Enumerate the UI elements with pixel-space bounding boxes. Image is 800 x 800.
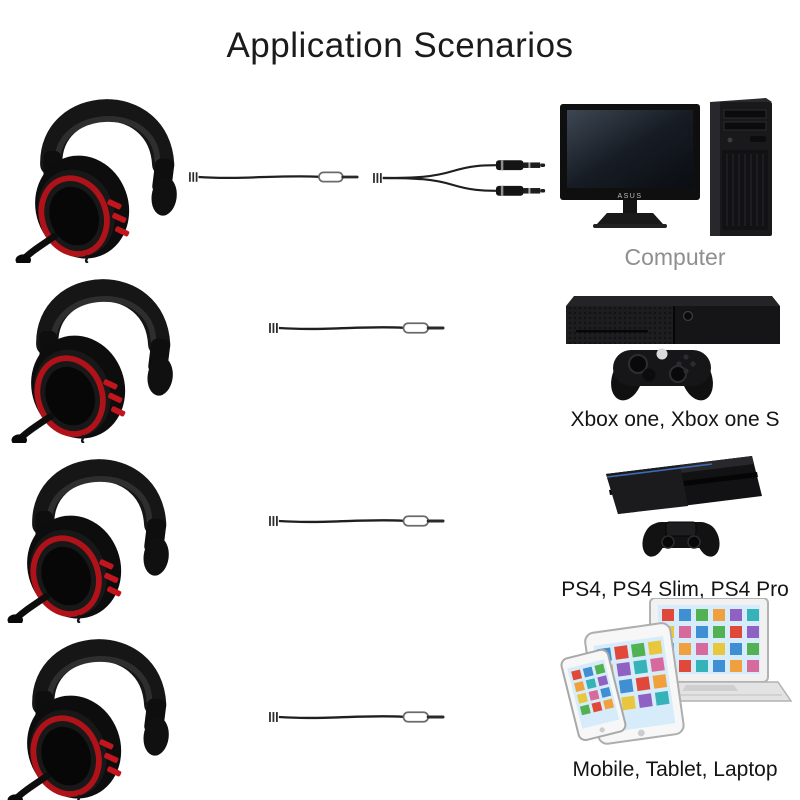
xbox-console xyxy=(566,296,780,344)
y-splitter-cable-image xyxy=(372,158,554,198)
headset-image xyxy=(12,70,187,263)
tower xyxy=(710,98,772,236)
headset-image xyxy=(4,610,179,800)
mobile-label: Mobile, Tablet, Laptop xyxy=(572,758,778,781)
page-title: Application Scenarios xyxy=(226,26,574,65)
mobile-devices-image xyxy=(560,598,793,745)
computer-label: Computer xyxy=(624,244,726,270)
ps4-image xyxy=(606,456,762,557)
headset-image xyxy=(8,250,183,443)
xbox-controller xyxy=(611,348,713,401)
monitor-brand-text: ASUS xyxy=(617,193,642,200)
headset-image xyxy=(4,430,179,623)
ps4-controller xyxy=(642,521,720,557)
computer-image: ASUS xyxy=(560,98,772,236)
xbox-label: Xbox one, Xbox one S xyxy=(570,408,780,431)
audio-cable-image xyxy=(268,707,446,727)
phone xyxy=(560,648,627,742)
ps4-label: PS4, PS4 Slim, PS4 Pro xyxy=(561,578,789,601)
headset-cable-image xyxy=(188,167,360,187)
monitor: ASUS xyxy=(560,104,700,228)
audio-cable-image xyxy=(268,511,446,531)
ps4-console xyxy=(606,456,762,514)
xbox-image xyxy=(566,296,780,401)
audio-cable-image xyxy=(268,318,446,338)
